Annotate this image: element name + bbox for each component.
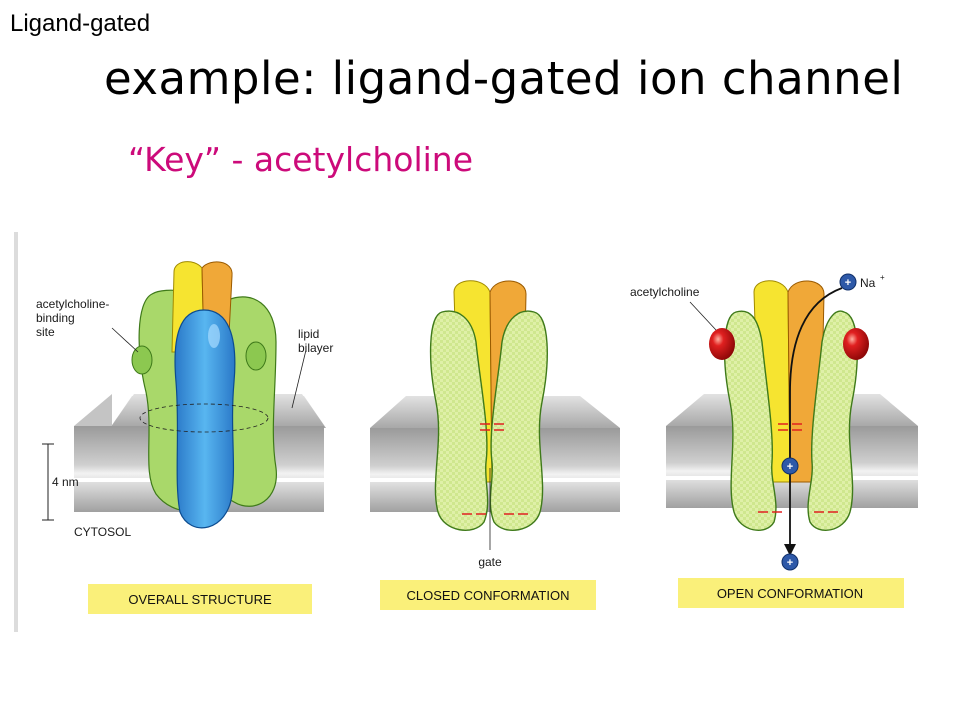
- ion-channel-figure: acetylcholine- binding site lipid bilaye…: [14, 232, 936, 632]
- caption-bg-overall: [88, 584, 312, 614]
- green-subunit-open-right: [807, 310, 858, 531]
- label-na: Na: [860, 276, 876, 290]
- panel-overall-structure: acetylcholine- binding site lipid bilaye…: [36, 261, 333, 614]
- label-acetylcholine: acetylcholine: [630, 285, 700, 299]
- svg-text:+: +: [787, 557, 793, 569]
- label-gate: gate: [478, 555, 502, 569]
- label-binding-site-1: acetylcholine-: [36, 297, 109, 311]
- sodium-ion-mid-icon: +: [781, 457, 799, 475]
- label-4nm: 4 nm: [52, 475, 79, 489]
- page-edge: [14, 232, 18, 632]
- label-binding-site-3: site: [36, 325, 55, 339]
- panel-open-conformation: + Na + + + acetylcholine OPEN CONFORMATI…: [630, 273, 918, 608]
- binding-site-right: [245, 341, 267, 371]
- acetylcholine-right-icon: [843, 328, 869, 360]
- label-bilayer: bilayer: [298, 341, 333, 355]
- ion-path-arrow: [789, 287, 843, 544]
- svg-text:+: +: [787, 461, 793, 473]
- panel-closed-conformation: gate CLOSED CONFORMATION: [370, 280, 620, 610]
- green-subunit-closed-right: [489, 310, 548, 531]
- caption-overall: OVERALL STRUCTURE: [128, 592, 272, 607]
- pore-outline: [139, 403, 269, 433]
- label-lipid: lipid: [298, 327, 319, 341]
- acetylcholine-left-icon: [709, 328, 735, 360]
- blue-subunit: [174, 309, 236, 529]
- caption-open: OPEN CONFORMATION: [717, 586, 863, 601]
- svg-text:+: +: [845, 277, 851, 289]
- corner-label: Ligand-gated: [10, 10, 151, 37]
- figure-svg: acetylcholine- binding site lipid bilaye…: [14, 232, 918, 632]
- green-subunit-open-left: [723, 310, 777, 531]
- caption-bg-closed: [380, 580, 596, 610]
- binding-site-left: [131, 345, 153, 375]
- charges-closed: [462, 423, 528, 515]
- charges-open: [758, 423, 838, 513]
- slide-subtitle: “Key” - acetylcholine: [128, 140, 474, 179]
- label-binding-site-2: binding: [36, 311, 75, 325]
- sodium-ion-bottom-icon: +: [781, 553, 799, 571]
- caption-bg-open: [678, 578, 904, 608]
- label-cytosol: CYTOSOL: [74, 525, 131, 539]
- caption-closed: CLOSED CONFORMATION: [407, 588, 570, 603]
- slide-title: example: ligand-gated ion channel: [104, 52, 904, 105]
- green-subunit-closed-left: [429, 310, 489, 531]
- sodium-ion-top-icon: +: [839, 273, 857, 291]
- label-na-charge: +: [880, 273, 885, 282]
